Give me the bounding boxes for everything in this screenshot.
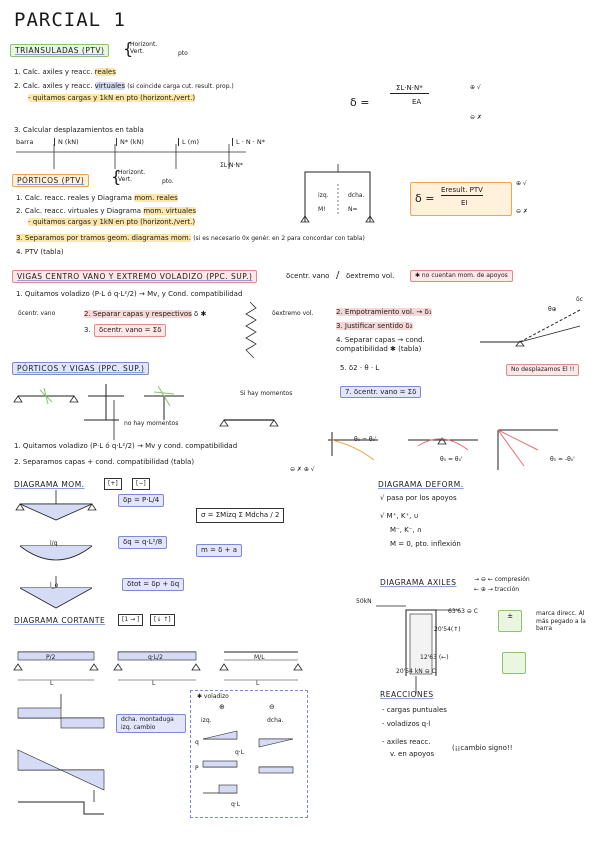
axiles-frame: [376, 596, 496, 696]
note-cortante: dcha. montaduga izq. cambio: [116, 714, 186, 733]
voladizo-diagrams: [193, 727, 303, 817]
step-r2: 2. Empotramiento vol. → δ₁: [336, 308, 432, 317]
step-2b: - quitamos cargas y 1kN en pto (horizont…: [28, 94, 195, 103]
step-1: 1. Calc. reacc. reales y Diagrama mom. r…: [16, 194, 178, 203]
note-hay-momentos: Si hay momentos: [240, 390, 292, 398]
note-apoyos: ✱ no cuentan mom. de apoyos: [410, 270, 513, 282]
formula-m: m = δ + a: [196, 544, 242, 557]
step-2: 2. Separar capas y respectivos δ ✱: [84, 310, 206, 319]
heading-axiles: DIAGRAMA AXILES: [380, 578, 456, 587]
brace-icon: {: [111, 168, 121, 186]
note-no-desplazamos: No desplazamos El !!: [506, 364, 579, 376]
step-r4: 4. Separar capas → cond. compatibilidad …: [336, 336, 476, 354]
step-1: 1. Calc. axiles y reacc. reales: [14, 68, 116, 77]
step-r3: 3. Justificar sentido δ₂: [336, 322, 413, 331]
formula-tot: δtot = δp + δq: [122, 578, 184, 591]
sign-minus: ⊖ ✗: [470, 114, 482, 122]
formula-porticos: δ = Eresult. PTV EI: [410, 182, 512, 216]
step-3: 3. Separamos por tramos geom. diagramas …: [16, 234, 365, 243]
heading-porticos-vigas: PÓRTICOS Y VIGAS (PPC. SUP.): [12, 362, 149, 375]
step-3: 3. Calcular desplazamientos en tabla: [14, 126, 144, 135]
portico-diagram: [300, 164, 380, 224]
brace-suffix: pto: [178, 50, 188, 58]
heading-reacciones: REACCIONES: [380, 690, 434, 699]
section-voladizo: ✱ voladizo ⊕ ⊖ izq. dcha. q·L q·L q P: [190, 690, 308, 818]
formula-trianguladas: δ = ΣL·N·N* EA: [350, 84, 480, 124]
table-sum: ΣL·N·N*: [220, 162, 243, 170]
formula-q: δq = q·L²/8: [118, 536, 167, 549]
step-2: 2. Calc. axiles y reacc. virtuales (si c…: [14, 82, 234, 91]
section-porticos-vigas: PÓRTICOS Y VIGAS (PPC. SUP.) 5. δ2 · θ ·…: [10, 360, 595, 472]
section-diagrama-deform: DIAGRAMA DEFORM. √ pasa por los apoyos √…: [378, 478, 593, 568]
step-1: 1. Quitamos voladizo (P·L ó q·L²/2) → Mv…: [16, 290, 242, 299]
step-2: 2. Separamos capas + cond. compatibilida…: [14, 458, 194, 467]
heading-trianguladas: TRIANSULADAS (PTV): [10, 44, 109, 57]
cortante-sketches: [14, 690, 124, 820]
brace-icon: {: [123, 40, 133, 58]
section-diagrama-cortante: DIAGRAMA CORTANTE [1 → ] [↓ ↑] P/2 q·L/2…: [10, 614, 330, 694]
moment-diagrams: [16, 490, 106, 620]
brace-bottom: Vert.: [130, 49, 157, 56]
voladizo-deflection: [480, 296, 590, 356]
section-diagrama-axiles: DIAGRAMA AXILES → ⊖ ← compresión ← ⊕ → t…: [356, 576, 596, 686]
section-diagrama-mom: DIAGRAMA MOM. [+] [−] l/q l_o δp = P·L/4…: [10, 478, 370, 618]
page-title: PARCIAL 1: [14, 9, 126, 33]
section-vigas-centro-vano: VIGAS CENTRO VANO Y EXTREMO VOLADIZO (PP…: [10, 268, 595, 368]
formula-centro-vano: δcentr. vano = Σδ: [94, 324, 166, 337]
step-1: 1. Quitamos voladizo (P·L ó q·L²/2) → Mv…: [14, 442, 237, 451]
sign-row: ⊖ ✗ ⊕ √: [290, 466, 315, 474]
section-porticos: PÓRTICOS (PTV) { Horizont. Vert. pto. 1.…: [10, 170, 590, 262]
heading-diagrama-mom: DIAGRAMA MOM.: [14, 480, 85, 489]
rotation-diagrams: [328, 426, 588, 476]
heading-cortante: DIAGRAMA CORTANTE: [14, 616, 105, 625]
step-4: 4. PTV (tabla): [16, 248, 64, 257]
heading-deform: DIAGRAMA DEFORM.: [378, 480, 464, 489]
step-r5: 5. δ2 · θ · L: [340, 364, 379, 373]
sign-plus: ⊕ √: [470, 84, 481, 92]
formula-sigma: σ = ΣMizq Σ Mdcha / 2: [196, 508, 284, 523]
axil-box-icon: [502, 652, 526, 674]
formula-p: δp = P·L/4: [118, 494, 164, 507]
section-reacciones: REACCIONES - cargas puntuales - voladizo…: [380, 690, 592, 770]
step-2b: - quitamos cargas y 1kN en pto (horizont…: [28, 218, 195, 227]
step-r7: 7. δcentr. vano = Σδ: [340, 386, 421, 398]
heading-vigas: VIGAS CENTRO VANO Y EXTREMO VOLADIZO (PP…: [12, 270, 257, 283]
step-2: 2. Calc. reacc. virtuales y Diagrama mom…: [16, 207, 196, 216]
note-no-momentos: no hay momentos: [124, 420, 178, 428]
zigzag-divider: [242, 302, 262, 362]
cortante-diagrams: [14, 630, 314, 690]
section-trianguladas: TRIANSULADAS (PTV) { Horizont. Vert. pto…: [10, 44, 590, 172]
heading-porticos: PÓRTICOS (PTV): [12, 174, 89, 187]
axil-plus-icon: ±: [498, 610, 522, 632]
